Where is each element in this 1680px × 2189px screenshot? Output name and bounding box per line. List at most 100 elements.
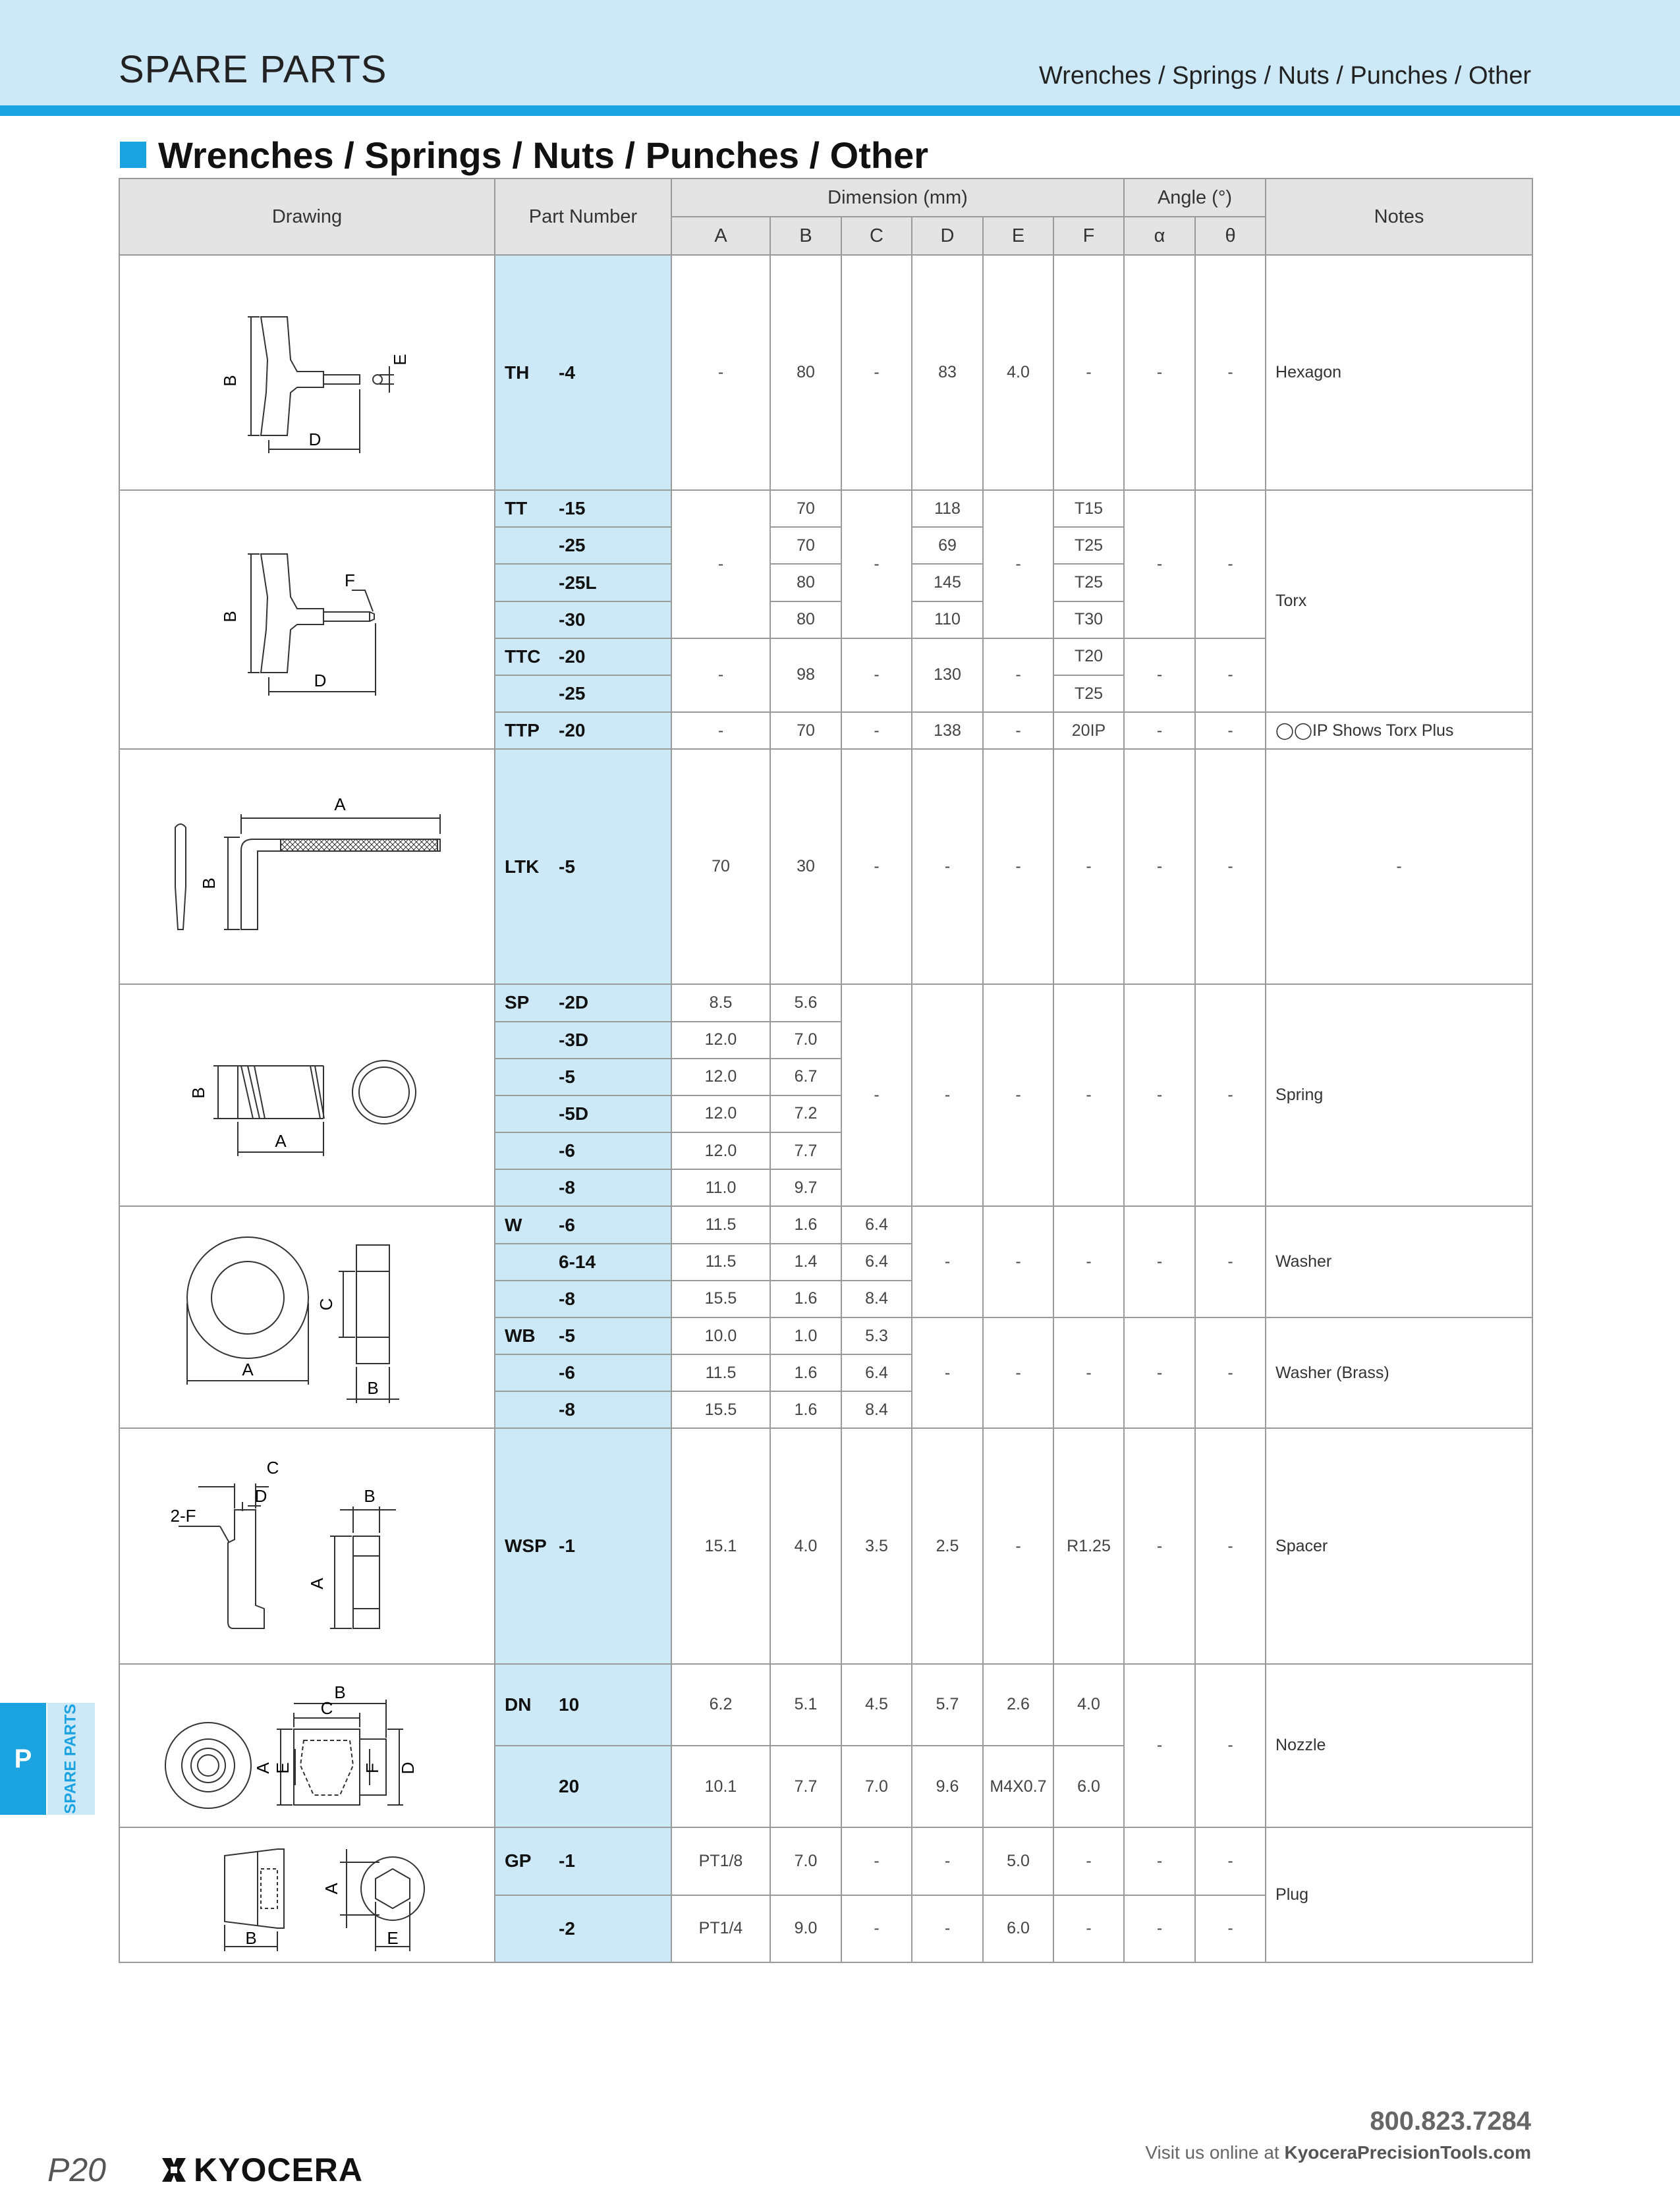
cell: 8.4: [841, 1279, 912, 1318]
part-ttc-25: -25: [494, 674, 672, 713]
cell: 11.5: [671, 1354, 771, 1393]
dn-label-d: D: [398, 1762, 418, 1775]
cell: 7.0: [841, 1744, 912, 1829]
cell: 7.7: [770, 1132, 842, 1171]
tt-wrench-drawing: B D F: [220, 553, 376, 696]
cell: -: [982, 1427, 1054, 1665]
header-col-b: B: [770, 216, 842, 256]
cell: -: [671, 254, 771, 491]
table-row: -8 15.5 1.6 8.4: [119, 1391, 1532, 1429]
table-row: -30 80 110 T30: [119, 600, 1532, 639]
cell: -: [1194, 1427, 1267, 1665]
tt-label-d: D: [314, 671, 327, 690]
cell: -: [1194, 984, 1267, 1207]
notes-cell: Plug: [1265, 1827, 1534, 1963]
header-col-d: D: [911, 216, 984, 256]
table-row: -6 12.0 7.7: [119, 1132, 1532, 1171]
notes-cell: ◯◯IP Shows Torx Plus: [1265, 711, 1534, 750]
table-row: WB-5 10.0 1.0 5.3 - - - - - Washer (Bras…: [119, 1316, 1534, 1429]
cell: 6.7: [770, 1057, 842, 1096]
table-row: -25L 80 145 T25: [119, 563, 1532, 602]
cell: -: [1123, 711, 1196, 750]
th-label-b: B: [220, 375, 240, 386]
header-title: SPARE PARTS: [119, 48, 387, 91]
gp-plug-drawing: A B E: [224, 1848, 425, 1951]
cell: -: [671, 489, 771, 639]
part-sp-2d: SP-2D: [494, 984, 672, 1022]
part-wb-6: -6: [494, 1354, 672, 1393]
footer-website-link[interactable]: KyoceraPrecisionTools.com: [1284, 2142, 1532, 2163]
part-gp-2: -2: [494, 1894, 672, 1964]
side-tab-label-text: SPARE PARTS: [62, 1704, 80, 1814]
cell: -: [671, 711, 771, 750]
drawing-sp: B A: [119, 984, 495, 1207]
drawing-dn: B C A E F D: [119, 1663, 495, 1829]
part-sp-3d: -3D: [494, 1020, 672, 1059]
cell: -: [911, 1316, 984, 1429]
cell: 3.5: [841, 1427, 912, 1665]
cell: 4.0: [982, 254, 1054, 491]
cell: -: [1194, 1827, 1267, 1896]
section-title: Wrenches / Springs / Nuts / Punches / Ot…: [158, 134, 928, 176]
cell: 130: [911, 637, 984, 713]
dn-label-c: C: [321, 1698, 333, 1718]
part-sp-8: -8: [494, 1169, 672, 1207]
cell: T25: [1053, 563, 1125, 602]
cell: -: [841, 254, 912, 491]
cell: -: [1194, 1894, 1267, 1964]
cell: 1.6: [770, 1354, 842, 1393]
cell: -: [1053, 1205, 1125, 1318]
cell: 70: [770, 526, 842, 565]
notes-cell: Spring: [1265, 984, 1534, 1207]
cell: 12.0: [671, 1132, 771, 1171]
part-ltk-5: LTK-5: [494, 748, 672, 985]
table-row: A B LTK-5 70 30 - - - - - - -: [119, 748, 1534, 985]
wsp-label-d: D: [255, 1486, 267, 1506]
header-dimension: Dimension (mm): [671, 178, 1125, 217]
cell: 2.5: [911, 1427, 984, 1665]
drawing-ltk: A B: [119, 748, 495, 985]
header-col-theta: θ: [1194, 216, 1267, 256]
cell: -: [911, 748, 984, 985]
cell: -: [1123, 1205, 1196, 1318]
cell: 9.6: [911, 1744, 984, 1829]
cell: 11.5: [671, 1205, 771, 1244]
cell: 10.1: [671, 1744, 771, 1829]
cell: -: [1123, 748, 1196, 985]
cell: -: [1123, 1827, 1196, 1896]
page-number: P20: [47, 2151, 106, 2188]
cell: 4.0: [1053, 1663, 1125, 1746]
cell: 1.6: [770, 1205, 842, 1244]
cell: 6.4: [841, 1205, 912, 1244]
part-w-6-14: 6-14: [494, 1242, 672, 1281]
wsp-label-a: A: [307, 1578, 327, 1590]
dn-nozzle-drawing: B C A E F D: [165, 1682, 418, 1809]
cell: -: [1194, 748, 1267, 985]
washer-label-b: B: [367, 1378, 378, 1398]
table-row: -8 11.0 9.7: [119, 1169, 1532, 1207]
cell: 110: [911, 600, 984, 639]
cell: 15.1: [671, 1427, 771, 1665]
dn-label-a: A: [253, 1762, 273, 1774]
table-row: TTC-20 - 98 - 130 - T20 - -: [119, 637, 1532, 713]
cell: 6.0: [1053, 1744, 1125, 1829]
cell: 5.0: [982, 1827, 1054, 1896]
page-header: [0, 0, 1680, 105]
header-col-c: C: [841, 216, 912, 256]
cell: 1.6: [770, 1391, 842, 1429]
cell: 1.6: [770, 1279, 842, 1318]
sp-label-a: A: [275, 1131, 287, 1151]
section-heading: Wrenches / Springs / Nuts / Punches / Ot…: [120, 132, 928, 178]
cell: T25: [1053, 674, 1125, 713]
cell: 12.0: [671, 1020, 771, 1059]
side-tab-label[interactable]: SPARE PARTS: [47, 1703, 95, 1815]
cell: -: [1123, 1316, 1196, 1429]
tt-label-b: B: [220, 611, 240, 622]
notes-cell: -: [1265, 748, 1534, 985]
cell: -: [982, 489, 1054, 639]
cell: -: [911, 1827, 984, 1896]
header-col-alpha: α: [1123, 216, 1196, 256]
header-notes: Notes: [1265, 178, 1534, 256]
side-tab-letter[interactable]: P: [0, 1703, 46, 1815]
part-sp-5d: -5D: [494, 1094, 672, 1134]
